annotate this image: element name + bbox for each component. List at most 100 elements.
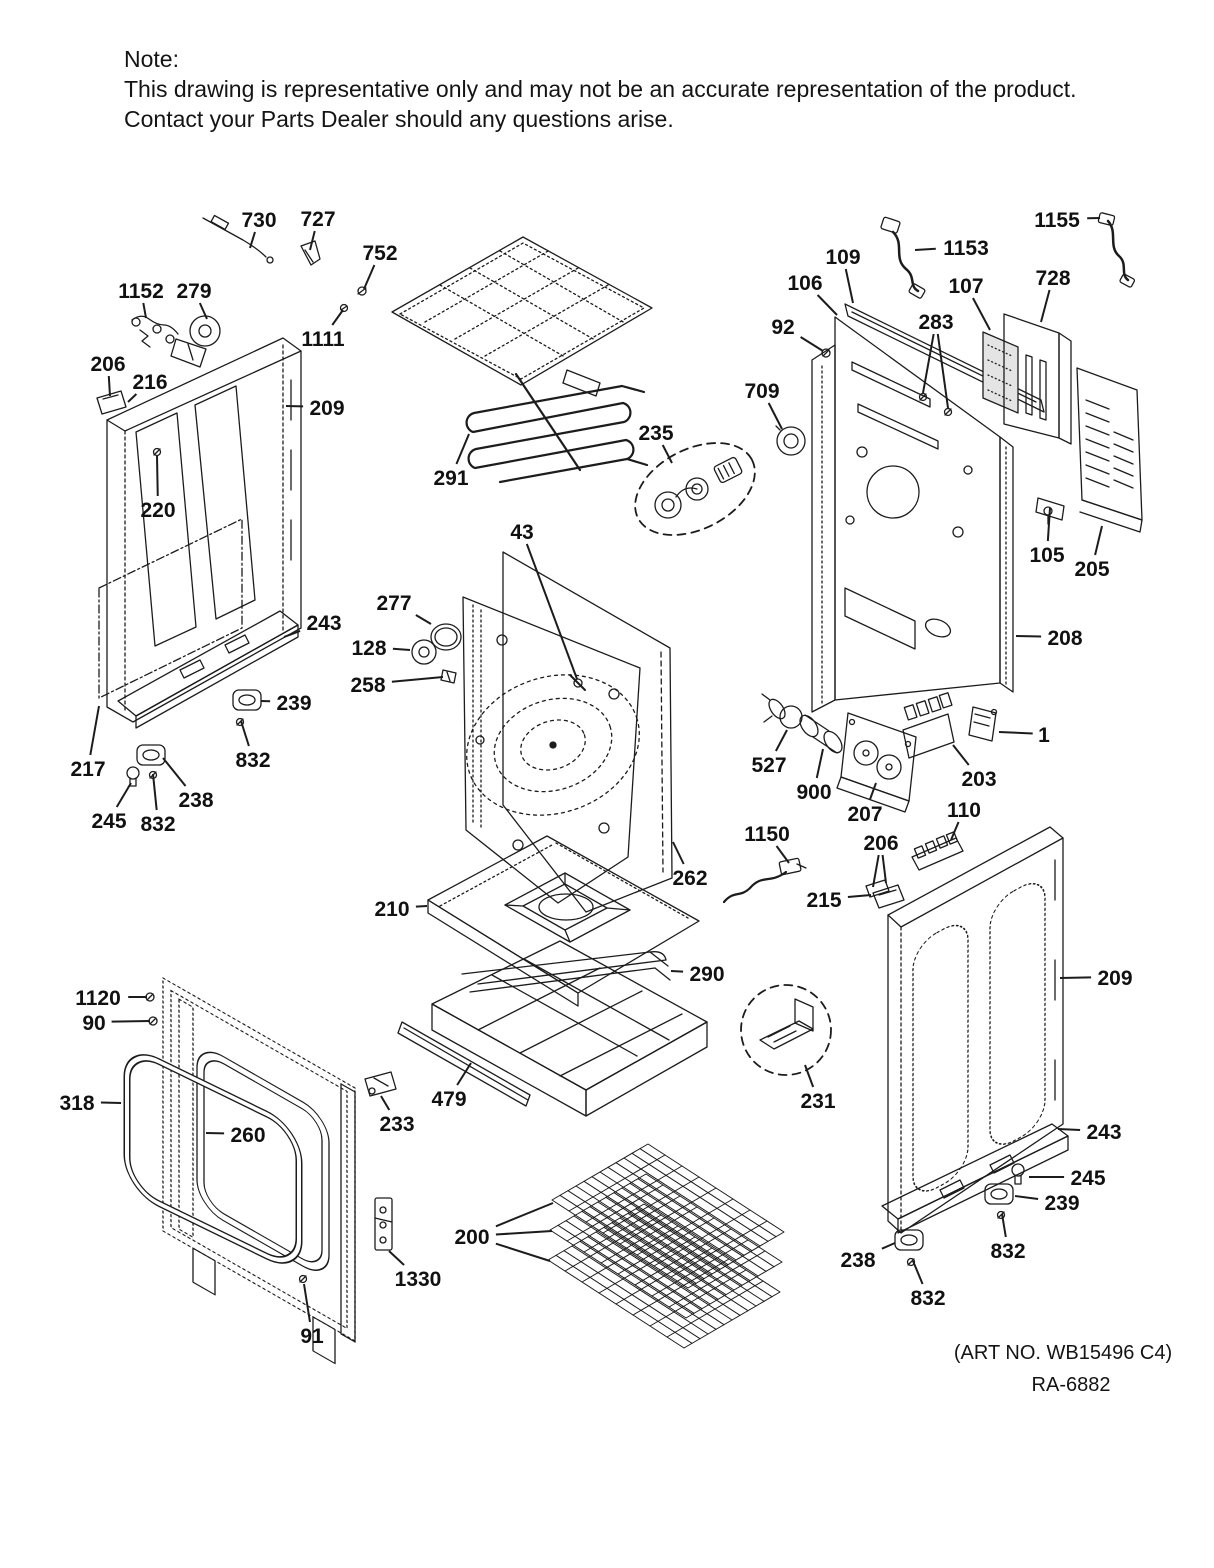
leader-line-291 [455, 433, 470, 465]
leader-line-479 [456, 1062, 472, 1086]
callout-260: 260 [230, 1124, 265, 1147]
bracket-plate-207 [836, 712, 917, 813]
callout-527: 527 [751, 754, 786, 777]
leader-line-220 [156, 455, 159, 497]
maintop-210 [427, 835, 700, 1007]
leader-line-92 [800, 336, 824, 352]
callout-239: 239 [1044, 1192, 1079, 1215]
callout-832: 832 [140, 813, 175, 836]
leveling-leg-245-right [1011, 1163, 1025, 1185]
leader-line-200 [495, 1242, 551, 1262]
clip-215 [872, 884, 905, 909]
bake-element [465, 372, 649, 484]
callout-107: 107 [948, 275, 983, 298]
callout-215: 215 [806, 889, 841, 912]
right-side-panel [887, 826, 1064, 1234]
terminal-strip-110 [911, 831, 964, 871]
leader-line-107 [972, 297, 991, 331]
leader-line-203 [952, 744, 970, 766]
leader-line-217 [89, 705, 100, 756]
lower-pan [431, 940, 708, 1117]
callout-109: 109 [825, 246, 860, 269]
leader-line-208 [1015, 635, 1042, 638]
screw-90 [148, 1016, 158, 1026]
leader-line-90 [111, 1020, 151, 1023]
leader-line-832 [240, 720, 250, 747]
callout-106: 106 [787, 272, 822, 295]
callout-233: 233 [379, 1113, 414, 1136]
callout-832: 832 [990, 1240, 1025, 1263]
clip-206-left [96, 390, 127, 415]
leader-line-233 [380, 1095, 391, 1111]
insulation-107 [982, 331, 1019, 414]
callout-243: 243 [306, 612, 341, 635]
callout-1152: 1152 [118, 280, 164, 303]
callout-231: 231 [800, 1090, 835, 1113]
terminal-block-203 [902, 692, 955, 759]
clip-206-center [865, 879, 890, 898]
diagram-artwork [96, 212, 1143, 1365]
leader-line-283 [922, 333, 935, 394]
leader-line-200 [495, 1230, 553, 1236]
leader-line-1150 [775, 845, 790, 864]
bracket-1330 [374, 1197, 393, 1251]
leader-line-258 [391, 676, 444, 683]
leader-line-1330 [388, 1250, 405, 1266]
oven-light-assembly [634, 442, 756, 536]
callout-291: 291 [433, 467, 468, 490]
leader-line-110 [950, 821, 960, 841]
callout-205: 205 [1074, 558, 1109, 581]
connector-1 [968, 706, 998, 742]
callout-217: 217 [70, 758, 105, 781]
leader-line-1153 [914, 247, 936, 251]
callout-128: 128 [351, 637, 386, 660]
callout-239: 239 [276, 692, 311, 715]
callout-1155: 1155 [1034, 209, 1080, 232]
insulation-sheet [98, 518, 243, 699]
leader-line-290 [670, 970, 684, 973]
clip-258 [440, 669, 457, 684]
leader-line-730 [249, 231, 256, 249]
cylinder-900 [799, 714, 843, 754]
callout-92: 92 [771, 316, 794, 339]
harness-1155 [1097, 212, 1136, 288]
leader-line-277 [415, 614, 432, 625]
leader-line-238 [162, 757, 187, 787]
callout-209: 209 [1097, 967, 1132, 990]
front-trim-479 [397, 1021, 531, 1107]
callout-43: 43 [510, 521, 533, 544]
screw-832-right-1 [996, 1210, 1006, 1220]
top-insulation-panel [391, 236, 653, 397]
callout-752: 752 [362, 242, 397, 265]
leader-line-231 [804, 1064, 815, 1088]
callout-279: 279 [176, 280, 211, 303]
grommet-709 [775, 425, 806, 456]
thermostat-279 [170, 315, 221, 368]
leader-line-245 [115, 782, 132, 808]
callout-200: 200 [454, 1226, 489, 1249]
leader-line-216 [127, 393, 138, 403]
fan-back-panel [462, 596, 641, 904]
callout-1120: 1120 [75, 987, 121, 1010]
callout-709: 709 [744, 380, 779, 403]
leader-line-283 [936, 333, 949, 409]
leader-line-206 [872, 854, 880, 888]
grommet-239-right [984, 1183, 1014, 1205]
callout-243: 243 [1086, 1121, 1121, 1144]
leader-line-727 [309, 230, 316, 251]
leader-line-832 [912, 1260, 924, 1285]
side-vent-205 [1076, 367, 1143, 533]
callout-1153: 1153 [943, 237, 989, 260]
leader-line-1111 [331, 309, 344, 326]
callout-283: 283 [918, 311, 953, 334]
leader-line-728 [1040, 289, 1051, 323]
callout-479: 479 [431, 1088, 466, 1111]
rear-cover-728 [1003, 313, 1072, 445]
leader-line-832 [1001, 1213, 1007, 1238]
screw-832-left-1 [235, 717, 245, 727]
callout-1111: 1111 [301, 328, 345, 351]
callout-245: 245 [91, 810, 126, 833]
leader-line-832 [152, 773, 158, 811]
callout-728: 728 [1035, 267, 1070, 290]
